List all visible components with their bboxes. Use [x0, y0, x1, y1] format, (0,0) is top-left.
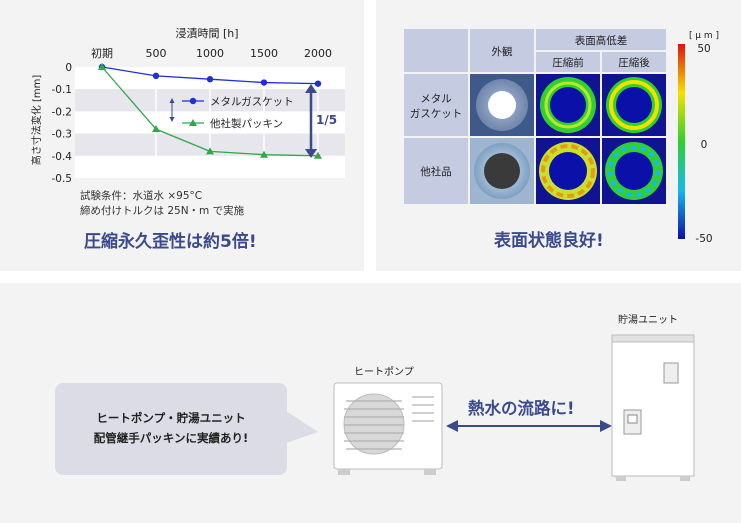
x-tick-label: 初期: [91, 46, 113, 60]
heat-pump-unit: [333, 382, 443, 475]
row-header-metal: [404, 74, 468, 136]
x-tick-label: 500: [146, 47, 167, 60]
legend-label: 他社製パッキン: [210, 117, 283, 130]
row-label-metal-1: メタル: [420, 93, 452, 105]
row-label-metal-2: ガスケット: [410, 108, 463, 120]
legend-label: メタルガスケット: [210, 96, 294, 108]
reduction-label: 1/5: [316, 113, 337, 127]
metal-after-map: [602, 74, 666, 136]
legend-marker: [189, 97, 197, 105]
data-point: [206, 147, 214, 155]
other-appearance-image: [470, 138, 534, 204]
heat-pump-label: ヒートポンプ: [354, 367, 414, 378]
compression-chart: 浸漬時間 [h] 高さ寸法変化 [mm] 初期 500 1000 1500 2000 0…: [30, 26, 345, 185]
data-point: [152, 125, 160, 133]
flow-label: 熱水の流路に!: [468, 399, 575, 418]
storage-tank-unit: [611, 334, 695, 481]
y-tick-label: -0.5: [52, 173, 73, 185]
metal-appearance-image: [470, 74, 534, 136]
header-before: 圧縮前: [552, 56, 584, 69]
data-point: [260, 79, 268, 86]
application-diagram: [55, 334, 695, 481]
application-panel: ヒートポンプ・貯湯ユニット 配管継手パッキンに実績あり! ヒートポンプ 貯湯ユニ…: [0, 283, 741, 523]
x-axis-label: 浸漬時間 [h]: [175, 26, 238, 40]
flow-arrow: [446, 420, 612, 432]
row-label-other: 他社品: [420, 165, 452, 178]
header-group-cell: [536, 29, 666, 50]
row-header-other: [404, 138, 468, 204]
y-tick-label: -0.4: [52, 151, 73, 163]
chart-panel: 浸漬時間 [h] 高さ寸法変化 [mm] 初期 500 1000 1500 2000 0…: [0, 0, 364, 271]
bubble-line-1: ヒートポンプ・貯湯ユニット: [96, 411, 246, 425]
data-point: [206, 76, 214, 83]
data-point: [98, 63, 106, 70]
small-gap-arrow: [169, 98, 175, 122]
header-before-cell: [536, 52, 600, 72]
surface-table: 外観 表面高低差 圧縮前 圧縮後 メタル ガスケット 他社品: [404, 29, 719, 245]
other-before-map: [536, 138, 600, 204]
surface-panel: 外観 表面高低差 圧縮前 圧縮後 メタル ガスケット 他社品: [376, 0, 741, 271]
data-point: [260, 150, 268, 158]
scale-unit: [ μ m ]: [689, 31, 719, 41]
surface-headline: 表面状態良好!: [494, 231, 604, 251]
x-tick-label: 1000: [196, 47, 224, 60]
reduction-arrow: [305, 84, 317, 158]
y-tick-label: 0: [65, 62, 72, 74]
y-tick-label: -0.3: [52, 129, 73, 141]
scale-min: -50: [695, 233, 712, 245]
header-empty-cell: [404, 29, 468, 72]
y-tick-label: -0.1: [52, 84, 73, 96]
bubble-line-2: 配管継手パッキンに実績あり!: [93, 431, 249, 445]
chart-headline: 圧縮永久歪性は約5倍!: [84, 232, 257, 252]
color-scale-bar: [678, 44, 685, 239]
metal-before-map: [536, 74, 600, 136]
scale-max: 50: [697, 43, 710, 55]
scale-mid: 0: [701, 139, 708, 151]
data-point: [314, 80, 322, 87]
y-axis-label: 高さ寸法変化 [mm]: [30, 75, 43, 166]
legend-marker: [189, 119, 197, 126]
header-after-cell: [602, 52, 666, 72]
x-tick-label: 1500: [250, 47, 278, 60]
speech-bubble: [55, 383, 318, 475]
header-after: 圧縮後: [618, 56, 650, 69]
tank-label: 貯湯ユニット: [618, 315, 678, 326]
other-after-map: [602, 138, 666, 204]
header-surface-diff: 表面高低差: [575, 34, 628, 47]
x-tick-label: 2000: [304, 47, 332, 60]
test-condition-1: 試験条件：水道水 ×95°C: [80, 190, 203, 202]
header-appearance-cell: [470, 29, 534, 72]
data-point: [314, 151, 322, 159]
test-condition-2: 締め付けトルクは 25N・m で実施: [80, 205, 245, 217]
data-point: [152, 72, 160, 80]
y-tick-label: -0.2: [52, 106, 73, 118]
header-appearance: 外観: [492, 45, 513, 58]
